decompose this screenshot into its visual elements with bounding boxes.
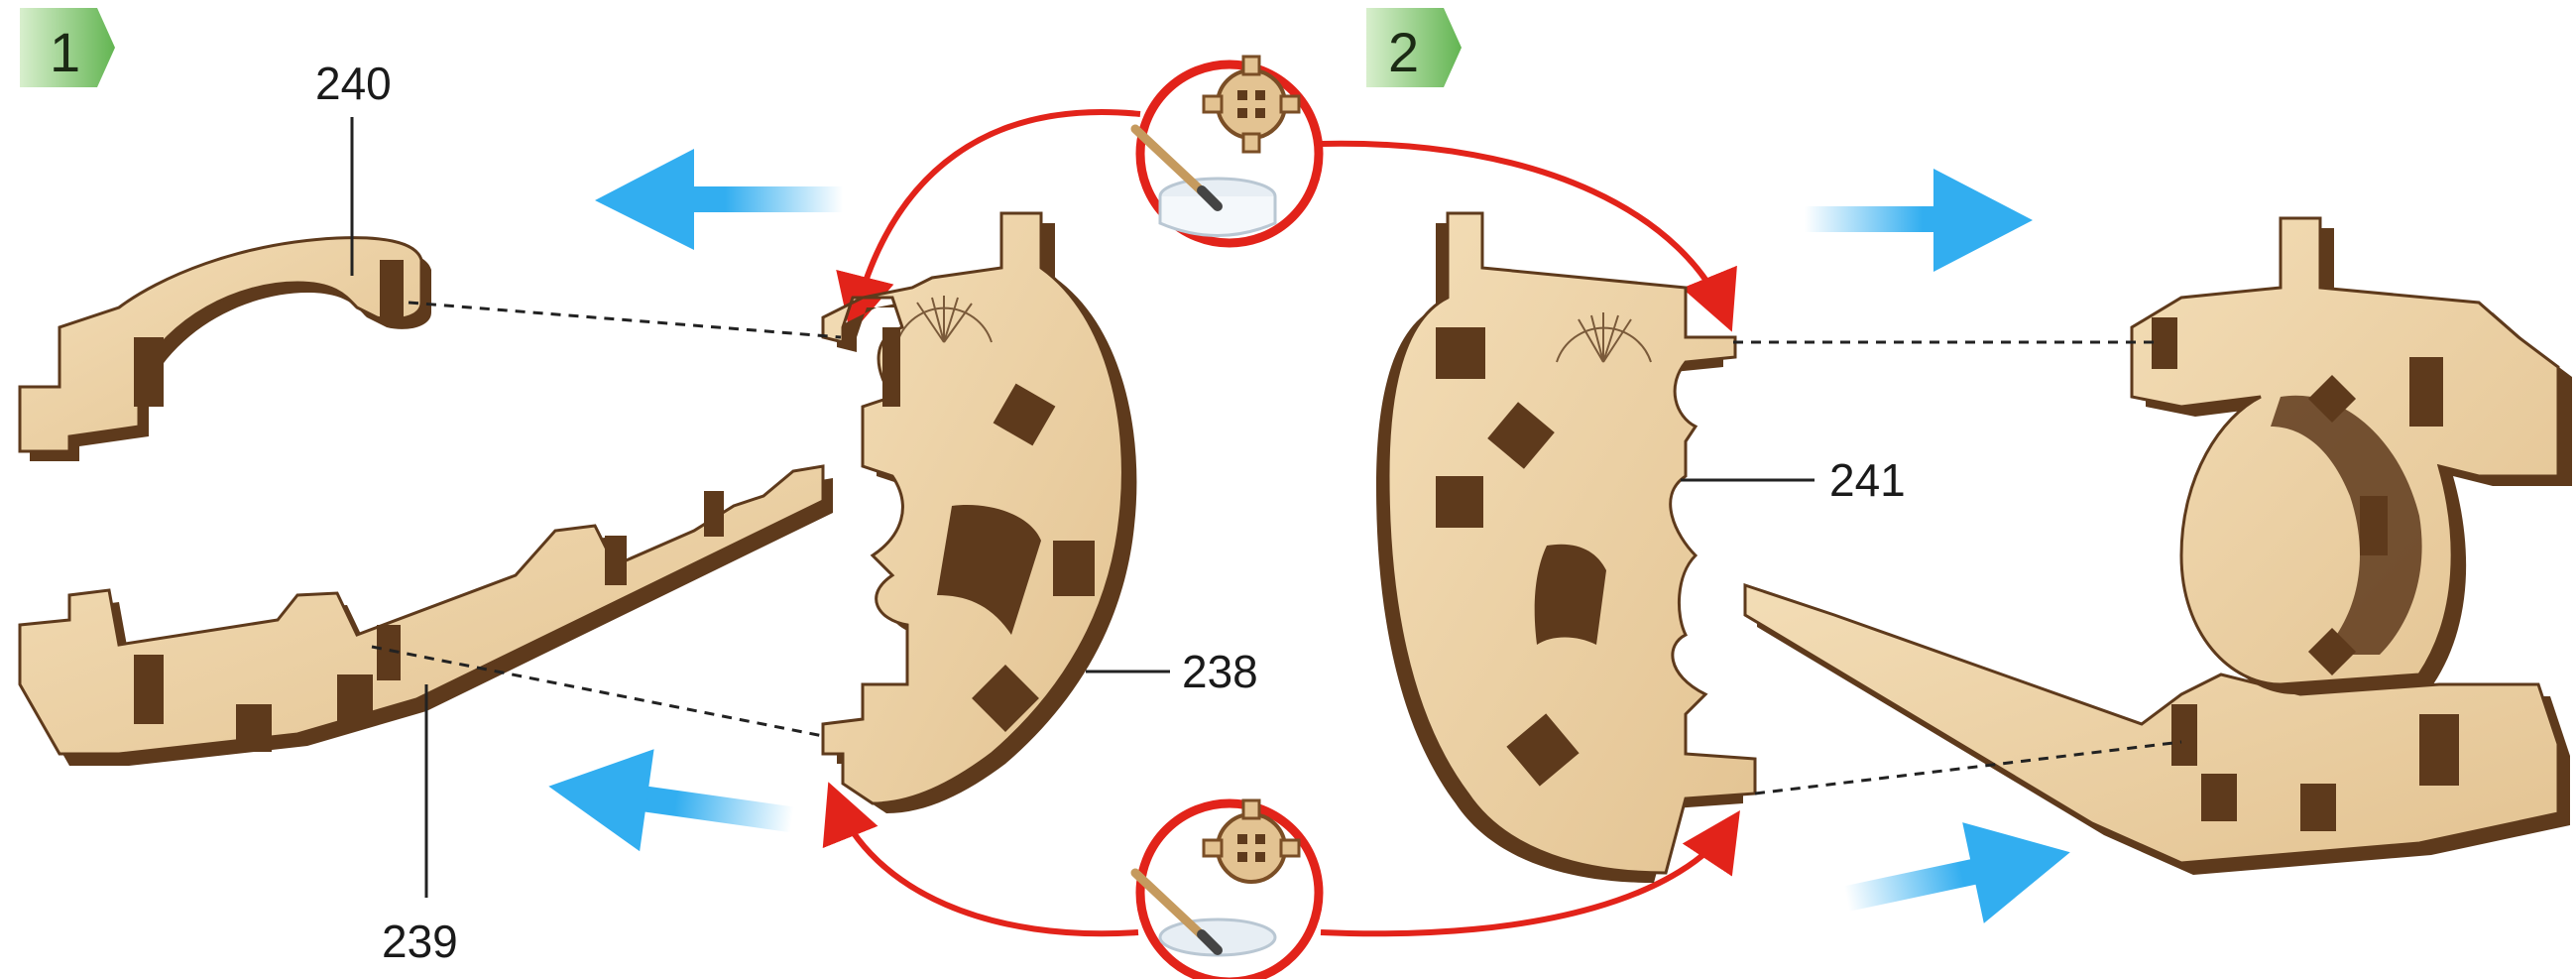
step-number-2: 2	[1388, 21, 1419, 83]
glue-pot-icon-top	[1135, 57, 1319, 243]
part-241	[1376, 213, 1755, 883]
callout-238: 238	[1086, 646, 1258, 697]
callout-239: 239	[382, 684, 458, 967]
callout-label-238: 238	[1182, 646, 1258, 697]
part-238	[823, 213, 1136, 813]
glue-arrow-bottom-left	[835, 798, 1138, 933]
callout-label-241: 241	[1829, 454, 1906, 506]
move-arrow-bottom-left	[541, 735, 799, 872]
move-arrow-bottom-right	[1836, 801, 2081, 950]
part-240	[20, 238, 431, 461]
move-arrow-top-right	[1805, 169, 2033, 272]
glue-pot-icon-bottom	[1135, 800, 1319, 979]
assembled-part	[1745, 218, 2572, 875]
callout-241: 241	[1681, 454, 1906, 506]
step-number-1: 1	[50, 21, 80, 83]
move-arrow-top-left	[595, 149, 843, 250]
callout-label-240: 240	[315, 58, 392, 109]
callout-label-239: 239	[382, 916, 458, 967]
move-arrow-icon	[674, 186, 843, 212]
step-badge-1: 1	[20, 8, 115, 87]
alignment-lines	[372, 303, 2181, 794]
step-badge-2: 2	[1366, 8, 1462, 87]
move-arrow-icon	[624, 784, 794, 832]
